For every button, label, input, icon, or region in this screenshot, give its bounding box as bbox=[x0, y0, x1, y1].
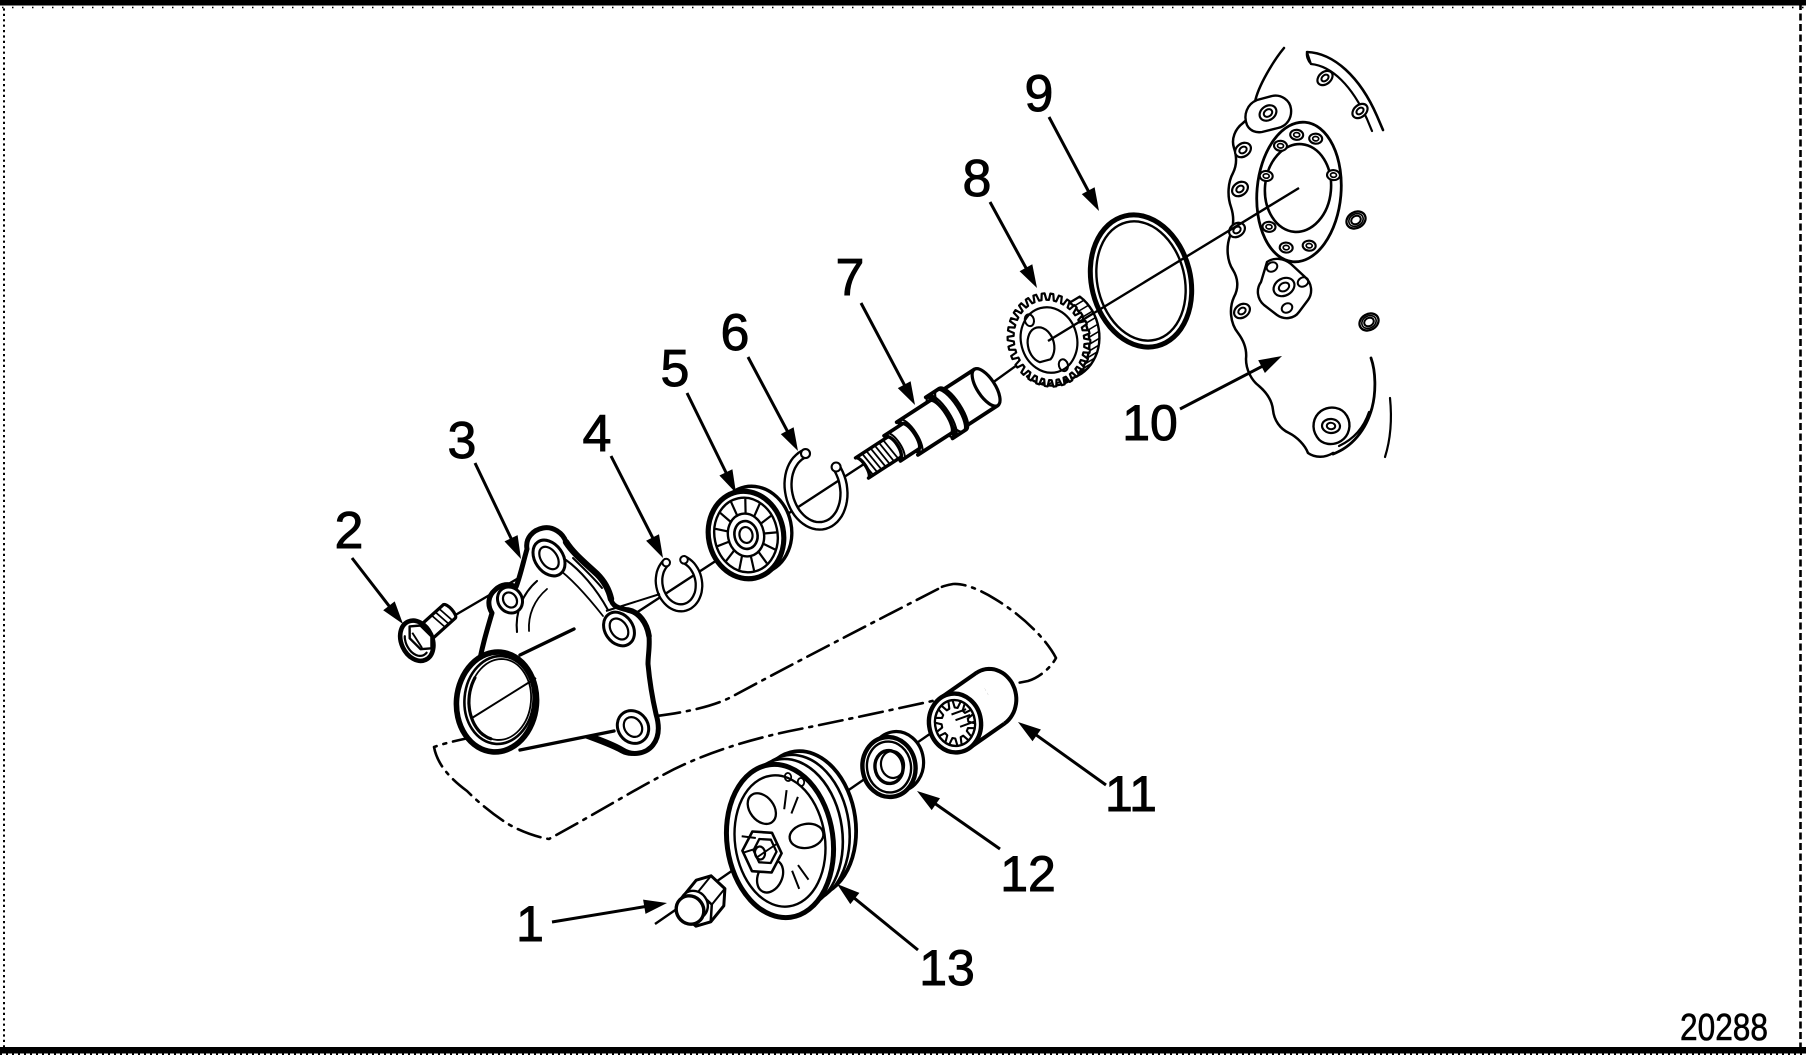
svg-text:12: 12 bbox=[1000, 846, 1056, 902]
svg-text:9: 9 bbox=[1025, 65, 1054, 123]
svg-text:4: 4 bbox=[583, 405, 612, 463]
svg-text:2: 2 bbox=[335, 502, 364, 560]
svg-text:10: 10 bbox=[1122, 395, 1178, 451]
svg-text:6: 6 bbox=[721, 304, 750, 362]
svg-text:8: 8 bbox=[963, 150, 992, 208]
svg-text:13: 13 bbox=[919, 940, 975, 996]
svg-text:20288: 20288 bbox=[1680, 1007, 1768, 1049]
svg-text:11: 11 bbox=[1105, 766, 1157, 822]
svg-text:3: 3 bbox=[448, 412, 477, 470]
svg-text:1: 1 bbox=[516, 896, 544, 952]
svg-text:5: 5 bbox=[661, 340, 690, 398]
svg-text:7: 7 bbox=[836, 249, 865, 307]
